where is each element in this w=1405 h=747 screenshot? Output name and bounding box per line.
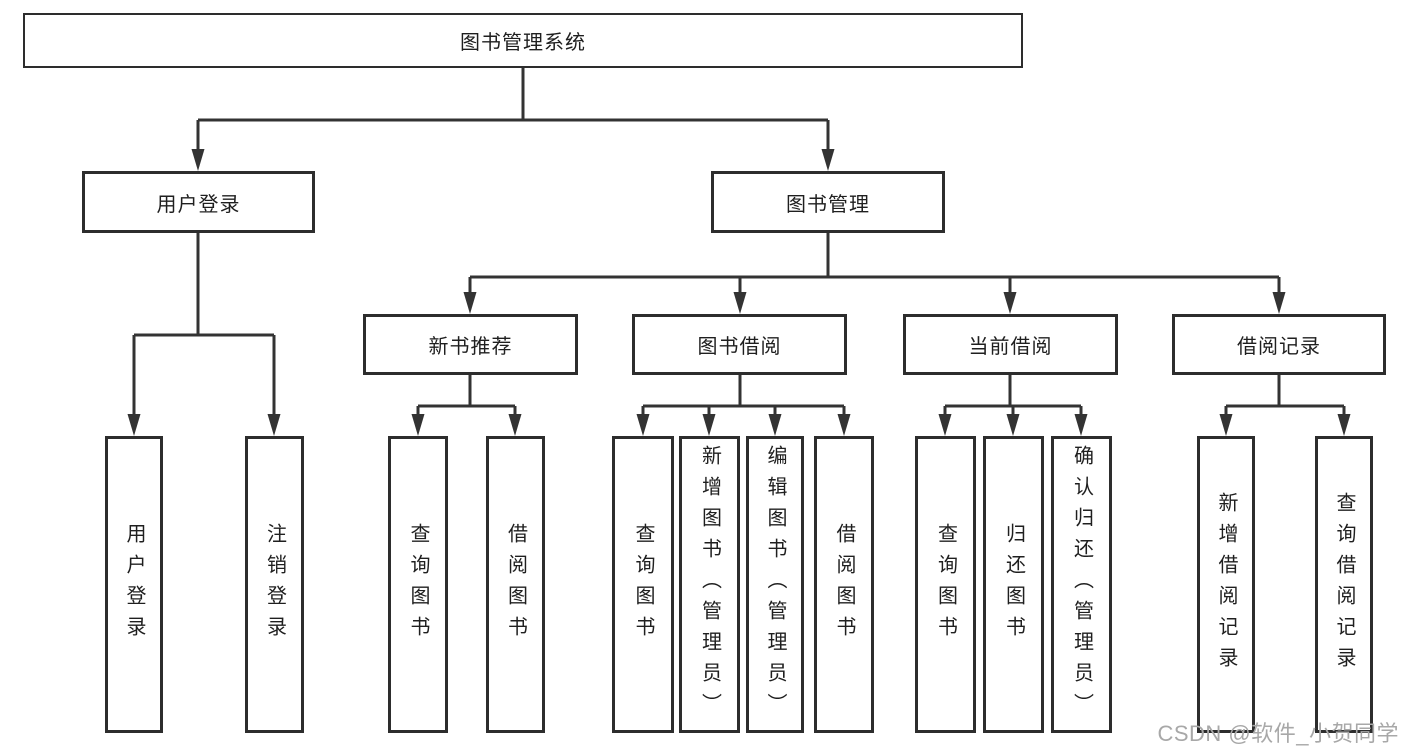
node-label: 编辑图书（管理员） bbox=[764, 445, 786, 724]
csdn-watermark: CSDN @软件_小贺同学 bbox=[1157, 721, 1399, 746]
node-user-login: 用户登录 bbox=[82, 171, 315, 233]
leaf-add-borrow-record: 新增借阅记录 bbox=[1197, 436, 1255, 733]
arrowhead-icon bbox=[463, 292, 477, 314]
node-label: 图书管理系统 bbox=[460, 32, 586, 54]
arrowhead-icon bbox=[733, 292, 747, 314]
node-label: 当前借阅 bbox=[968, 336, 1053, 358]
node-label: 图书借阅 bbox=[697, 336, 782, 358]
connector-new-book-branch bbox=[416, 375, 517, 416]
node-new-book-recommend: 新书推荐 bbox=[363, 314, 578, 375]
arrowhead-icon bbox=[1272, 292, 1286, 314]
leaf-query-books-recommend: 查询图书 bbox=[388, 436, 448, 733]
arrowhead-icon bbox=[267, 414, 281, 436]
arrowhead-icon bbox=[1006, 414, 1020, 436]
leaf-edit-books-admin: 编辑图书（管理员） bbox=[746, 436, 804, 733]
node-label: 用户登录 bbox=[123, 522, 145, 647]
arrowhead-icon bbox=[1337, 414, 1351, 436]
arrowhead-icon bbox=[508, 414, 522, 436]
node-label: 新增借阅记录 bbox=[1215, 491, 1237, 678]
node-label: 查询图书 bbox=[934, 522, 957, 647]
node-label: 借阅记录 bbox=[1237, 336, 1321, 358]
node-label: 查询图书 bbox=[632, 522, 654, 647]
arrowhead-icon bbox=[127, 414, 141, 436]
leaf-return-books: 归还图书 bbox=[983, 436, 1044, 733]
node-label: 查询借阅记录 bbox=[1333, 491, 1355, 678]
node-library-management-system: 图书管理系统 bbox=[23, 13, 1023, 68]
node-book-borrowing: 图书借阅 bbox=[632, 314, 847, 375]
arrowhead-icon bbox=[768, 414, 782, 436]
leaf-add-books-admin: 新增图书（管理员） bbox=[679, 436, 740, 733]
connector-user-login-branch bbox=[132, 233, 276, 416]
leaf-confirm-return-admin: 确认归还（管理员） bbox=[1051, 436, 1112, 733]
leaf-query-books-current: 查询图书 bbox=[915, 436, 976, 733]
leaf-user-login: 用户登录 bbox=[105, 436, 163, 733]
leaf-borrow-books: 借阅图书 bbox=[814, 436, 874, 733]
node-label: 新书推荐 bbox=[428, 336, 513, 358]
connector-book-mgmt-to-level3 bbox=[468, 233, 1281, 296]
node-current-borrowing: 当前借阅 bbox=[903, 314, 1118, 375]
arrowhead-icon bbox=[1003, 292, 1017, 314]
connector-book-borrow-branch bbox=[641, 375, 846, 416]
leaf-query-borrow-record: 查询借阅记录 bbox=[1315, 436, 1373, 733]
node-label: 图书管理 bbox=[786, 193, 870, 216]
arrowhead-icon bbox=[837, 414, 851, 436]
connector-root-to-level2 bbox=[196, 68, 830, 152]
arrowhead-icon bbox=[1074, 414, 1088, 436]
arrowhead-icon bbox=[702, 414, 716, 436]
arrowhead-icon bbox=[1219, 414, 1233, 436]
arrowhead-icon bbox=[636, 414, 650, 436]
node-label: 借阅图书 bbox=[833, 522, 855, 647]
arrowhead-icon bbox=[411, 414, 425, 436]
arrowhead-icon bbox=[191, 149, 205, 171]
arrowhead-icon bbox=[938, 414, 952, 436]
leaf-logout: 注销登录 bbox=[245, 436, 304, 733]
node-label: 新增图书（管理员） bbox=[698, 445, 721, 724]
node-book-management: 图书管理 bbox=[711, 171, 945, 233]
connector-current-borrow-branch bbox=[943, 375, 1083, 416]
leaf-query-books-borrowing: 查询图书 bbox=[612, 436, 674, 733]
node-label: 注销登录 bbox=[263, 522, 286, 647]
node-label: 确认归还（管理员） bbox=[1070, 445, 1093, 724]
node-label: 查询图书 bbox=[407, 522, 429, 647]
node-label: 用户登录 bbox=[156, 193, 241, 216]
node-label: 归还图书 bbox=[1002, 522, 1025, 647]
node-borrowing-records: 借阅记录 bbox=[1172, 314, 1386, 375]
leaf-borrow-books-recommend: 借阅图书 bbox=[486, 436, 545, 733]
arrowhead-icon bbox=[821, 149, 835, 171]
node-label: 借阅图书 bbox=[504, 522, 527, 647]
connector-borrow-records-branch bbox=[1224, 375, 1346, 416]
